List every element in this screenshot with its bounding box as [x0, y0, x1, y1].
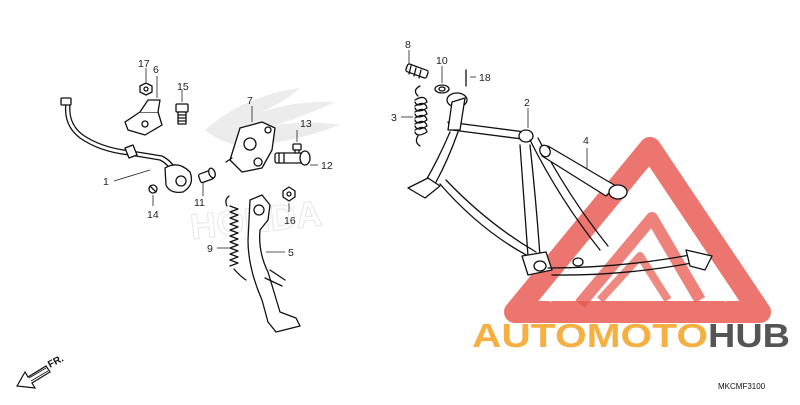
part-5-side-stand — [247, 194, 301, 333]
diagram-code: MKCMF3100 — [718, 382, 766, 391]
part-15-bolt — [175, 103, 189, 125]
watermark-text-main: AUTOMOTO — [472, 317, 708, 354]
part-2-main-stand — [407, 92, 713, 276]
part-7-pivot-bracket — [225, 121, 276, 173]
callout-15: 15 — [177, 81, 189, 93]
part-10-washer — [434, 84, 450, 94]
part-3-spring — [414, 85, 428, 147]
watermark-text-accent: HUB — [708, 317, 790, 354]
front-direction-label: FR. — [46, 353, 66, 370]
callout-8: 8 — [405, 39, 411, 51]
part-17-nut — [139, 82, 153, 96]
callout-6: 6 — [153, 64, 159, 76]
callout-9: 9 — [207, 243, 213, 255]
callout-5: 5 — [288, 247, 294, 259]
callout-14: 14 — [147, 209, 159, 221]
callout-17: 17 — [138, 58, 150, 70]
part-16-nut — [282, 186, 296, 202]
callout-3: 3 — [391, 112, 397, 124]
callout-16: 16 — [284, 215, 296, 227]
part-6-bracket — [124, 99, 163, 136]
part-1-switch-cable — [60, 97, 193, 193]
callout-13: 13 — [300, 118, 312, 130]
part-8-stud — [405, 63, 429, 79]
part-14-clip — [148, 184, 158, 194]
part-11-collar — [197, 167, 216, 184]
callout-1: 1 — [103, 176, 109, 188]
callout-7: 7 — [247, 95, 253, 107]
callout-12: 12 — [321, 160, 333, 172]
part-9-spring — [225, 195, 247, 281]
callout-18: 18 — [479, 72, 491, 84]
part-12-pivot-bolt — [274, 150, 311, 166]
callout-10: 10 — [436, 55, 448, 67]
front-direction-arrow: FR. — [16, 353, 66, 389]
callout-4: 4 — [583, 135, 589, 147]
callout-11: 11 — [194, 197, 205, 209]
callout-2: 2 — [524, 97, 530, 109]
part-4-shaft — [539, 144, 628, 200]
triangle-logo — [504, 137, 771, 323]
